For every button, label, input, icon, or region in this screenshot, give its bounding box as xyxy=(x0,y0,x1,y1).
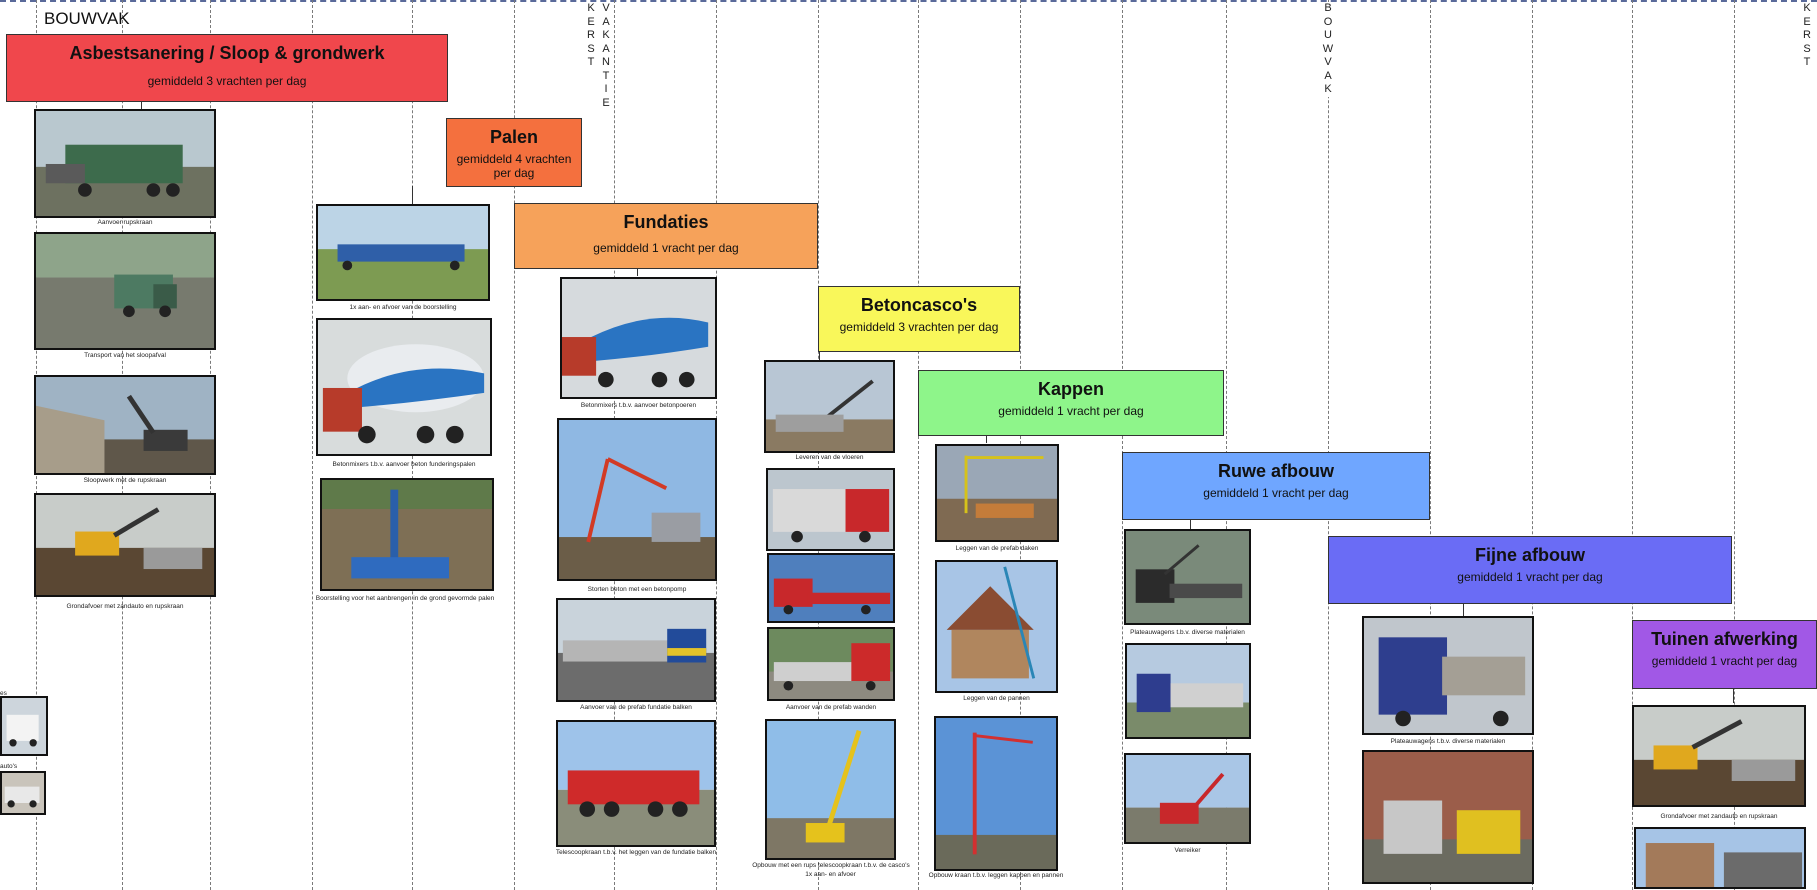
caption: Sloopwerk met de rupskraan xyxy=(83,477,167,484)
legend-label: auto's xyxy=(0,763,18,770)
photo-verreiker xyxy=(1124,753,1251,844)
photo-prefab-truck-1 xyxy=(766,468,895,551)
connector xyxy=(1190,519,1191,529)
legend-label: es xyxy=(0,690,7,697)
timeline-gridline xyxy=(1632,0,1633,890)
photo-legend-car xyxy=(0,771,46,815)
caption: Opbouw kraan t.b.v. leggen kappen en pan… xyxy=(928,872,1064,879)
marker-kerst-1: K E R S T xyxy=(584,2,598,70)
timeline-gridline xyxy=(1430,0,1431,890)
caption: Leveren van de vloeren xyxy=(795,454,864,461)
photo-vloeren xyxy=(764,360,895,453)
connector xyxy=(1463,603,1464,616)
photo-pannen xyxy=(935,560,1058,693)
marker-kerst-2: K E R S T xyxy=(1800,2,1814,70)
photo-legend-van xyxy=(0,696,48,756)
photo-plateauwagen-1 xyxy=(1124,529,1251,625)
phase-ruwe-afbouw: Ruwe afbouw gemiddeld 1 vracht per dag xyxy=(1122,452,1430,520)
caption: Aanvoer rupskraan xyxy=(97,219,153,226)
timeline-top-border xyxy=(0,0,1817,2)
phase-fundaties: Fundaties gemiddeld 1 vracht per dag xyxy=(514,203,818,269)
phase-palen: Palen gemiddeld 4 vrachten per dag xyxy=(446,118,582,187)
caption: Verreiker xyxy=(1174,847,1201,854)
caption: Storten beton met een betonpomp xyxy=(587,586,687,593)
period-label-bouwvak: BOUWVAK xyxy=(44,9,130,28)
timeline-gridline xyxy=(514,0,515,890)
caption: Opbouw met een rups telescoopkraan t.b.v… xyxy=(752,862,910,869)
caption: Boorstelling voor het aanbrengen in de g… xyxy=(315,595,495,602)
caption: Aanvoer van de prefab wanden xyxy=(785,704,877,711)
caption: Betonmixers t.b.v. aanvoer betonpoeren xyxy=(580,402,697,409)
connector xyxy=(1733,688,1734,703)
timeline-gridline xyxy=(1532,0,1533,890)
photo-prefab-balken xyxy=(556,598,716,702)
photo-prefab-truck-2 xyxy=(767,553,895,623)
caption: Leggen van de prefab daken xyxy=(955,545,1039,552)
caption: 1x aan- en afvoer xyxy=(805,871,856,878)
photo-grondafvoer-2 xyxy=(1632,705,1806,807)
connector xyxy=(412,186,413,204)
photo-vrachtwagen xyxy=(1125,643,1251,739)
caption: Transport van het sloopafval xyxy=(84,352,166,359)
photo-betonmixer-2 xyxy=(560,277,717,399)
connector xyxy=(141,100,142,110)
timeline-gridline xyxy=(1734,0,1735,890)
phase-betoncascos: Betoncasco's gemiddeld 3 vrachten per da… xyxy=(818,286,1020,352)
marker-bouwvak: B O U W V A K xyxy=(1321,2,1335,97)
caption: Telescoopkraan t.b.v. het leggen van de … xyxy=(555,849,717,856)
connector xyxy=(637,268,638,276)
connector xyxy=(819,350,820,360)
caption: Plateauwagens t.b.v. diverse materialen xyxy=(1390,738,1506,745)
photo-vloermenger xyxy=(1362,750,1534,884)
photo-telescoopkraan xyxy=(556,720,716,847)
caption: Grondafvoer met zandauto en rupskraan xyxy=(1660,813,1778,820)
photo-sloopwerk-rupskraan xyxy=(34,375,216,475)
timeline-gridline xyxy=(1226,0,1227,890)
photo-opbouwkraan xyxy=(934,716,1058,871)
caption: Aanvoer van de prefab fundatie balken xyxy=(580,704,692,711)
caption: Betonmixers t.b.v. aanvoer beton funderi… xyxy=(332,461,476,468)
connector xyxy=(986,435,987,443)
phase-kappen: Kappen gemiddeld 1 vracht per dag xyxy=(918,370,1224,436)
photo-betonmixer-1 xyxy=(316,318,492,456)
phase-fijne-afbouw: Fijne afbouw gemiddeld 1 vracht per dag xyxy=(1328,536,1732,604)
photo-prefab-truck-3 xyxy=(767,627,895,701)
photo-betonpomp xyxy=(557,418,717,581)
photo-boorstelling xyxy=(320,478,494,591)
timeline-gridline xyxy=(1122,0,1123,890)
photo-prefab-daken xyxy=(935,444,1059,542)
phase-asbestsanering: Asbestsanering / Sloop & grondwerk gemid… xyxy=(6,34,448,102)
timeline-gridline xyxy=(312,0,313,890)
timeline-gridline xyxy=(1328,0,1329,890)
caption: Grondafvoer met zandauto en rupskraan xyxy=(66,603,184,610)
phase-tuinen-afwerking: Tuinen afwerking gemiddeld 1 vracht per … xyxy=(1632,620,1817,689)
photo-tuin-huis xyxy=(1634,827,1806,889)
photo-transport-sloopafval xyxy=(34,232,216,350)
photo-truck-rupskraan xyxy=(34,109,216,218)
caption: Plateauwagens t.b.v. diverse materialen xyxy=(1130,629,1245,636)
photo-grondafvoer xyxy=(34,493,216,597)
photo-boorstelling-transport xyxy=(316,204,490,301)
caption: Leggen van de pannen xyxy=(963,695,1030,702)
caption: 1x aan- en afvoer van de boorstelling xyxy=(349,304,457,311)
photo-plateauwagen-2 xyxy=(1362,616,1534,735)
marker-vakantie: V A K A N T I E xyxy=(599,2,613,110)
timeline-gridline xyxy=(918,0,919,890)
photo-rups-telescoopkraan xyxy=(765,719,896,860)
